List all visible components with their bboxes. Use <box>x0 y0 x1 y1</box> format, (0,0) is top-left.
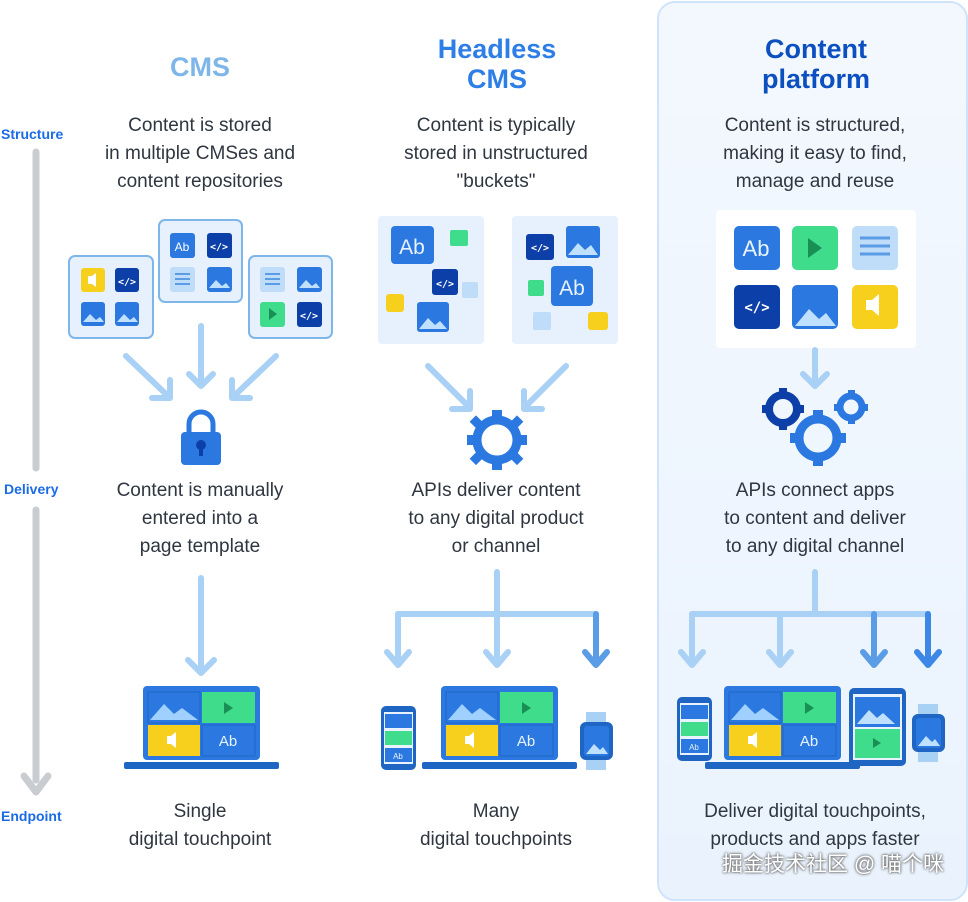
headless-laptop-icon: Ab <box>422 686 577 769</box>
code-icon: </> <box>210 242 228 253</box>
tablet-icon <box>849 688 906 766</box>
gear-icon <box>467 410 527 470</box>
platform-structure-arrow <box>800 347 830 389</box>
headless-bucket-right: </> Ab <box>512 216 618 344</box>
code-icon: </> <box>744 300 769 316</box>
text-icon: Ab <box>800 733 818 750</box>
cms-converge-arrows <box>123 323 279 401</box>
headless-branch-arrows <box>384 569 610 668</box>
headless-endpoint-text: Many digital touchpoints <box>419 801 573 850</box>
cms-laptop-icon: Ab <box>124 686 279 769</box>
platform-structured-grid: Ab </> <box>716 210 916 348</box>
phone-icon: Ab <box>381 706 416 770</box>
watch-icon <box>580 712 613 770</box>
platform-structure-text: Content is structured, making it easy to… <box>723 115 907 192</box>
headless-delivery-text: APIs deliver content to any digital prod… <box>408 480 584 557</box>
content-platform-title: Content platform <box>762 34 870 94</box>
text-icon: Ab <box>393 752 403 761</box>
code-icon: </> <box>436 279 454 290</box>
structure-label: Structure <box>1 126 64 142</box>
lock-icon <box>181 409 221 465</box>
text-icon: Ab <box>399 236 425 259</box>
cms-delivery-arrow <box>185 575 217 676</box>
platform-watch-icon <box>912 704 945 762</box>
code-icon: </> <box>531 243 549 254</box>
cms-repo-left: </> <box>68 255 154 339</box>
cms-endpoint-text: Single digital touchpoint <box>128 801 272 850</box>
platform-endpoint-text: Deliver digital touchpoints, products an… <box>704 801 926 850</box>
headless-bucket-left: Ab </> <box>378 216 484 344</box>
text-icon: Ab <box>219 733 237 750</box>
cms-title: CMS <box>170 52 230 82</box>
code-icon: </> <box>300 311 318 322</box>
timeline-axis <box>20 148 52 796</box>
cms-repo-center: Ab </> <box>158 219 243 303</box>
text-icon: Ab <box>689 743 699 752</box>
delivery-label: Delivery <box>4 481 59 497</box>
text-icon: Ab <box>559 277 585 300</box>
platform-delivery-text: APIs connect apps to content and deliver… <box>724 480 906 557</box>
platform-laptop-icon: Ab <box>705 686 860 769</box>
cms-repo-right: </> <box>248 255 333 339</box>
watermark: 掘金技术社区 @ 喵个咪 <box>722 853 944 876</box>
endpoint-label: Endpoint <box>1 808 62 824</box>
headless-converge-arrows <box>425 363 569 412</box>
headless-structure-text: Content is typically stored in unstructu… <box>404 115 588 192</box>
platform-phone-icon: Ab <box>677 697 712 761</box>
headless-cms-title: Headless CMS <box>437 34 557 94</box>
text-icon: Ab <box>517 733 535 750</box>
platform-branch-arrows <box>678 569 942 668</box>
cms-delivery-text: Content is manually entered into a page … <box>116 480 284 557</box>
gears-icon <box>762 388 868 466</box>
text-icon: Ab <box>743 236 770 261</box>
text-icon: Ab <box>175 240 190 254</box>
cms-structure-text: Content is stored in multiple CMSes and … <box>104 115 296 192</box>
code-icon: </> <box>118 277 136 288</box>
